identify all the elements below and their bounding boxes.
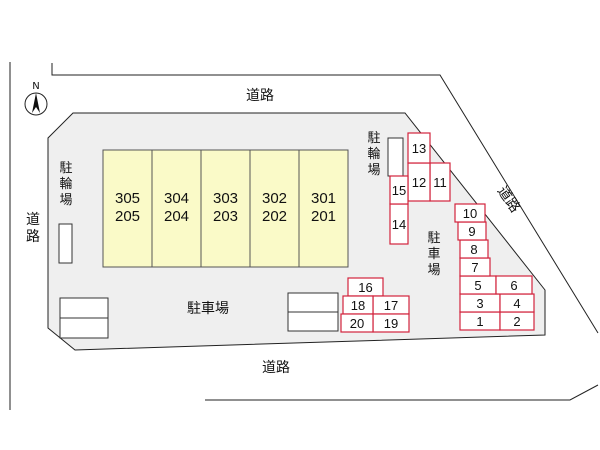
unit-number-upper: 303 bbox=[213, 190, 238, 207]
unit-number-upper: 304 bbox=[164, 190, 189, 207]
building-unit bbox=[200, 149, 251, 268]
unit-number-upper: 301 bbox=[311, 190, 336, 207]
road-edges bbox=[9, 62, 599, 410]
parking-space-number: 2 bbox=[513, 314, 520, 329]
bike-rack-left bbox=[58, 223, 73, 264]
parking-space-number: 14 bbox=[392, 217, 406, 232]
parking-space-number: 12 bbox=[412, 175, 426, 190]
road-label-south: 道路 bbox=[262, 360, 290, 376]
unit-number-upper: 302 bbox=[262, 190, 287, 207]
parking-space bbox=[389, 175, 409, 205]
storage-boxes bbox=[59, 292, 339, 339]
parking-space-number: 19 bbox=[384, 316, 398, 331]
parking-space bbox=[495, 275, 533, 295]
parking-space-number: 6 bbox=[510, 278, 517, 293]
road-label-north: 道路 bbox=[246, 88, 274, 104]
parking-space-number: 4 bbox=[513, 296, 520, 311]
unit-number-lower: 201 bbox=[311, 208, 336, 225]
parking-space-number: 7 bbox=[471, 260, 478, 275]
parking-space-number: 13 bbox=[412, 141, 426, 156]
parking-space-number: 5 bbox=[474, 278, 481, 293]
unit-number-lower: 205 bbox=[115, 208, 140, 225]
parking-space bbox=[407, 132, 431, 164]
parking-label-right: 駐車場 bbox=[427, 231, 440, 278]
road-label-west: 道路 bbox=[26, 212, 40, 245]
north-arrow-icon bbox=[32, 93, 40, 113]
bike-parking-right-label: 駐輪場 bbox=[367, 131, 380, 178]
parking-label-center: 駐車場 bbox=[187, 300, 229, 317]
road-edge-south bbox=[205, 384, 599, 401]
parking-space-number: 11 bbox=[433, 175, 447, 190]
compass: N bbox=[24, 81, 48, 116]
parking-space-number: 16 bbox=[358, 280, 372, 295]
parking-space-number: 20 bbox=[350, 316, 364, 331]
parking-space bbox=[454, 203, 486, 223]
parking-space-number: 9 bbox=[468, 224, 475, 239]
parking-space-number: 8 bbox=[470, 242, 477, 257]
parking-space-number: 1 bbox=[476, 314, 483, 329]
parking-space-number: 15 bbox=[392, 183, 406, 198]
parking-space-number: 3 bbox=[476, 296, 483, 311]
parking-space-number: 18 bbox=[351, 298, 365, 313]
unit-number-upper: 305 bbox=[115, 190, 140, 207]
parking-space bbox=[340, 313, 374, 333]
road-label-east: 道路 bbox=[494, 184, 523, 216]
unit-number-lower: 203 bbox=[213, 208, 238, 225]
parking-space-number: 17 bbox=[384, 298, 398, 313]
unit-number-lower: 202 bbox=[262, 208, 287, 225]
bike-rack-right bbox=[387, 137, 404, 177]
bike-parking-left-label: 駐輪場 bbox=[59, 161, 72, 208]
building-unit bbox=[298, 149, 349, 268]
road-edge-north-east bbox=[51, 63, 599, 334]
unit-number-lower: 204 bbox=[164, 208, 189, 225]
compass-label: N bbox=[32, 81, 39, 92]
parking-space-number: 10 bbox=[463, 206, 477, 221]
